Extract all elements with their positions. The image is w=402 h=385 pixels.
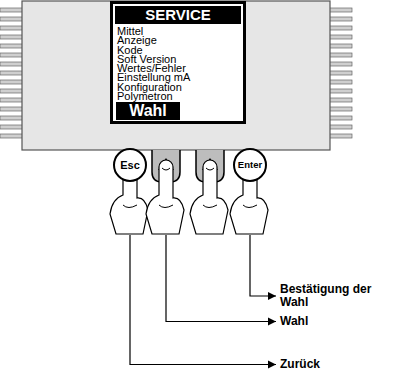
- leader-arrow: [166, 235, 276, 322]
- cooling-fin: [328, 89, 352, 93]
- finger-knuckle: [159, 205, 173, 208]
- softkey-bar: Wahl: [116, 102, 180, 120]
- cooling-fin: [328, 134, 352, 138]
- menu-item: Konfiguration: [117, 83, 190, 92]
- cooling-fin: [328, 62, 352, 66]
- finger-knuckle: [123, 205, 137, 208]
- key-label: Enter: [235, 150, 265, 180]
- cooling-fin: [0, 71, 24, 75]
- cooling-fin: [0, 44, 24, 48]
- cooling-fin: [328, 53, 352, 57]
- menu-item: Anzeige: [117, 36, 190, 45]
- cooling-fin: [328, 98, 352, 102]
- cooling-fin: [328, 71, 352, 75]
- cooling-fin: [0, 125, 24, 129]
- key-label: Esc: [115, 150, 145, 180]
- menu-item: Polymetron: [117, 92, 190, 101]
- cooling-fin: [328, 80, 352, 84]
- menu-list: MittelAnzeigeKodeSoft VersionWertes/Fehl…: [117, 27, 190, 101]
- hand-outline: [146, 160, 184, 234]
- cooling-fin: [0, 107, 24, 111]
- display-screen: Wahl SERVICE MittelAnzeigeKodeSoft Version…: [110, 1, 246, 124]
- round-key: Enter: [233, 148, 267, 182]
- menu-item: Soft Version: [117, 55, 190, 64]
- cooling-fin: [328, 116, 352, 120]
- cooling-fin: [0, 98, 24, 102]
- cooling-fin: [328, 125, 352, 129]
- cooling-fin: [0, 80, 24, 84]
- menu-item: Wertes/Fehler: [117, 64, 190, 73]
- device-housing: [22, 1, 330, 150]
- cooling-fin: [328, 8, 352, 12]
- leader-arrow: [250, 235, 276, 296]
- softkey-label: Wahl: [116, 102, 180, 120]
- cooling-fin: [0, 26, 24, 30]
- round-key: Esc: [113, 148, 147, 182]
- cooling-fin: [328, 26, 352, 30]
- menu-item: Einstellung mA: [117, 73, 190, 82]
- leader-lines: [130, 235, 276, 365]
- cooling-fin: [0, 89, 24, 93]
- cooling-fin: [0, 8, 24, 12]
- leader-arrow: [130, 235, 276, 365]
- cooling-fin: [0, 17, 24, 21]
- cooling-fin: [0, 134, 24, 138]
- callout-label: Bestätigung der Wahl: [280, 283, 390, 309]
- callout-label: Wahl: [280, 315, 390, 328]
- menu-item: Kode: [117, 46, 190, 55]
- cooling-fin: [0, 53, 24, 57]
- finger-knuckle: [243, 205, 257, 208]
- cooling-fin: [328, 44, 352, 48]
- callout-label: Zurück: [280, 358, 390, 371]
- cooling-fin: [0, 116, 24, 120]
- hand-outline: [190, 160, 228, 234]
- cooling-fin: [328, 35, 352, 39]
- cooling-fin: [328, 107, 352, 111]
- cooling-fin: [0, 62, 24, 66]
- cooling-fin: [0, 35, 24, 39]
- finger-knuckle: [203, 205, 217, 208]
- screen-title: SERVICE: [115, 6, 241, 24]
- menu-item: Mittel: [117, 27, 190, 36]
- finger-nail: [206, 168, 214, 170]
- cooling-fin: [328, 17, 352, 21]
- finger-nail: [162, 168, 170, 170]
